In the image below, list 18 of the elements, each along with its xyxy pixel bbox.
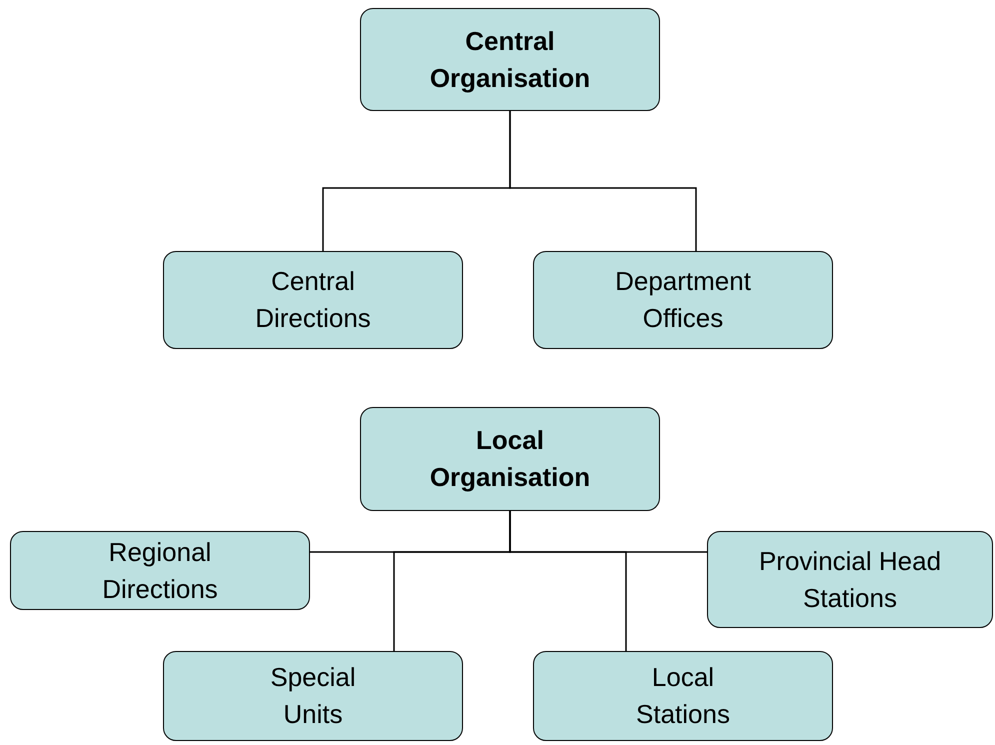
box-label: Provincial Head Stations	[758, 544, 942, 614]
org-box	[707, 531, 993, 628]
connector-line	[509, 111, 697, 251]
org-box	[533, 251, 833, 349]
box-label: Local Stations	[635, 661, 731, 731]
box-label: Local Organisation	[428, 424, 592, 494]
box-label: Central Directions	[254, 265, 372, 335]
org-box	[533, 651, 833, 741]
box-label: Department Offices	[614, 265, 752, 335]
org-box	[360, 407, 660, 511]
box-label: Special Units	[269, 661, 357, 731]
org-box	[10, 531, 310, 610]
box-label: Central Organisation	[428, 24, 592, 94]
box-label: Regional Directions	[101, 536, 219, 606]
org-box	[163, 251, 463, 349]
org-box	[163, 651, 463, 741]
org-box	[360, 8, 660, 111]
connector-line	[509, 511, 627, 651]
